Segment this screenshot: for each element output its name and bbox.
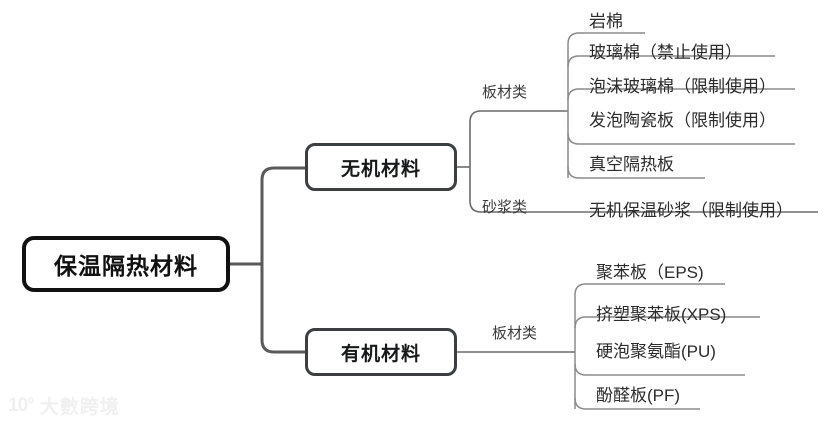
leaf-rock-wool: 岩棉: [589, 12, 623, 31]
branch-node-organic[interactable]: 有机材料: [305, 328, 457, 376]
leaf-vacuum-insulation-panel: 真空隔热板: [589, 155, 674, 174]
root-node[interactable]: 保温隔热材料: [22, 236, 230, 292]
group-label-inorganic-mortar: 砂浆类: [482, 199, 528, 216]
connector-organic-board-leaves: [574, 283, 760, 410]
connector-inorganic-groups: [457, 110, 818, 213]
leaf-inorganic-insulation-mortar: 无机保温砂浆（限制使用）: [589, 201, 793, 220]
leaf-foam-glass-wool: 泡沫玻璃棉（限制使用）: [589, 77, 776, 96]
group-label-inorganic-board: 板材类: [482, 84, 528, 101]
leaf-foamed-ceramic-board: 发泡陶瓷板（限制使用）: [589, 111, 776, 130]
connector-inorganic-board-leaves: [567, 32, 795, 179]
leaf-pu-rigid-foam: 硬泡聚氨酯(PU): [596, 342, 716, 361]
leaf-eps-board: 聚苯板（EPS): [596, 263, 704, 282]
leaf-glass-wool: 玻璃棉（禁止使用）: [589, 43, 742, 62]
branch-node-inorganic[interactable]: 无机材料: [305, 143, 457, 191]
connector-root-to-branches: [230, 166, 305, 354]
leaf-xps-board: 挤塑聚苯板(XPS): [596, 305, 727, 324]
group-label-organic-board: 板材类: [492, 325, 538, 342]
leaf-pf-board: 酚醛板(PF): [596, 386, 681, 405]
